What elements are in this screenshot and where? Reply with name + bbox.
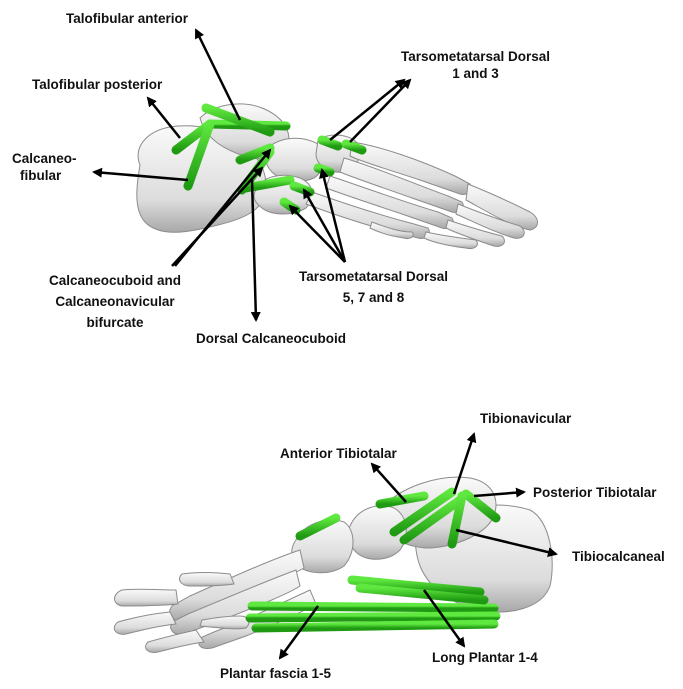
label-tmt-dorsal-5-7-8-line1: Tarsometatarsal Dorsal <box>286 268 461 285</box>
label-posterior-tibiotalar: Posterior Tibiotalar <box>533 484 657 501</box>
label-anterior-tibiotalar: Anterior Tibiotalar <box>280 445 397 462</box>
tmt-dorsal-ligament-1 <box>322 140 338 146</box>
label-dorsal-calcaneocuboid: Dorsal Calcaneocuboid <box>196 330 346 347</box>
plantar-fascia-band-1 <box>252 606 494 608</box>
label-calcaneocuboid-bifurcate-line1: Calcaneocuboid and <box>40 272 190 289</box>
plantar-fascia-band-3 <box>256 624 494 628</box>
label-tmt-dorsal-5-7-8: Tarsometatarsal Dorsal 5, 7 and 8 <box>286 268 461 306</box>
label-calcaneocuboid-bifurcate: Calcaneocuboid and Calcaneonavicular bif… <box>40 272 190 331</box>
label-calcaneocuboid-bifurcate-line3: bifurcate <box>40 314 190 331</box>
navicular-bone <box>266 138 325 181</box>
label-long-plantar: Long Plantar 1-4 <box>432 649 538 666</box>
medial-phalanges-4 <box>180 573 234 587</box>
arrow-tmt-dorsal-3 <box>350 80 410 142</box>
label-plantar-fascia: Plantar fascia 1-5 <box>220 665 331 682</box>
label-tmt-dorsal-1-3-line2: 1 and 3 <box>388 65 563 82</box>
label-tibionavicular: Tibionavicular <box>480 410 571 427</box>
arrow-tmt-dorsal-1 <box>330 80 404 140</box>
label-calcaneocuboid-bifurcate-line2: Calcaneonavicular <box>40 293 190 310</box>
label-tmt-dorsal-1-3-line1: Tarsometatarsal Dorsal <box>388 48 563 65</box>
label-calcaneofibular-line2: fibular <box>12 167 77 184</box>
plantar-fascia-band-2 <box>250 616 496 618</box>
tmt-dorsal-ligament-3 <box>346 144 362 150</box>
label-tmt-dorsal-5-7-8-line2: 5, 7 and 8 <box>286 289 461 306</box>
medial-phalanges-2 <box>114 612 176 634</box>
label-tibiocalcaneal: Tibiocalcaneal <box>572 548 665 565</box>
label-tmt-dorsal-1-3: Tarsometatarsal Dorsal 1 and 3 <box>388 48 563 82</box>
label-talofibular-posterior: Talofibular posterior <box>32 76 162 93</box>
arrow-anterior-tibiotalar <box>372 464 406 502</box>
tmt-dorsal-ligament-5 <box>294 186 310 192</box>
label-talofibular-anterior: Talofibular anterior <box>66 10 188 27</box>
label-calcaneofibular: Calcaneo- fibular <box>12 150 77 184</box>
tmt-dorsal-ligament-7 <box>318 168 330 172</box>
label-calcaneofibular-line1: Calcaneo- <box>12 150 77 167</box>
medial-phalanges-1 <box>115 589 179 606</box>
